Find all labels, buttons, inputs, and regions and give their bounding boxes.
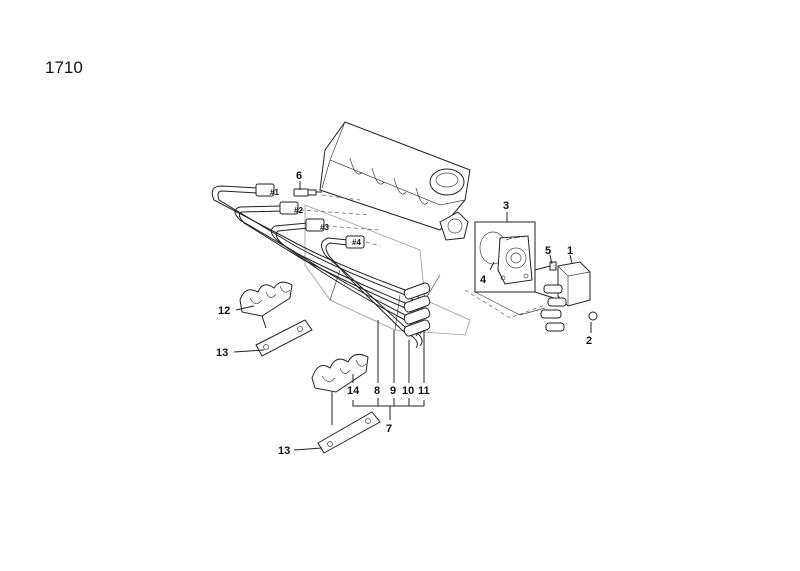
ignition-coil (534, 261, 598, 332)
callout-9: 9 (390, 385, 396, 397)
callout-5: 5 (545, 245, 551, 257)
cylinder-tag-1: #1 (270, 188, 279, 197)
callout-7: 7 (386, 423, 392, 435)
callout-6: 6 (296, 170, 302, 182)
mounting-plate-lower (317, 411, 381, 454)
cylinder-tag-4: #4 (352, 238, 361, 247)
cylinder-tag-2: #2 (294, 206, 303, 215)
diagram-code: 1710 (45, 58, 83, 77)
callout-11: 11 (418, 385, 430, 397)
wire-clip-upper (239, 281, 293, 329)
callout-8: 8 (374, 385, 380, 397)
wire-clip-lower (311, 353, 369, 425)
callout-14: 14 (347, 385, 360, 397)
callout-10: 10 (402, 385, 414, 397)
coil-mount-bracket (474, 221, 561, 316)
callout-12: 12 (218, 305, 230, 317)
leader-lines (233, 181, 592, 451)
callout-1: 1 (567, 245, 573, 257)
mounting-plate-upper (255, 319, 313, 357)
cylinder-tag-3: #3 (320, 223, 329, 232)
callout-4: 4 (480, 274, 487, 286)
spark-plug-wires (211, 183, 431, 349)
callout-3: 3 (503, 200, 509, 212)
callout-13-upper: 13 (216, 347, 228, 359)
spark-plug (293, 188, 322, 197)
callout-13-lower: 13 (278, 445, 290, 457)
callout-2: 2 (586, 335, 592, 347)
